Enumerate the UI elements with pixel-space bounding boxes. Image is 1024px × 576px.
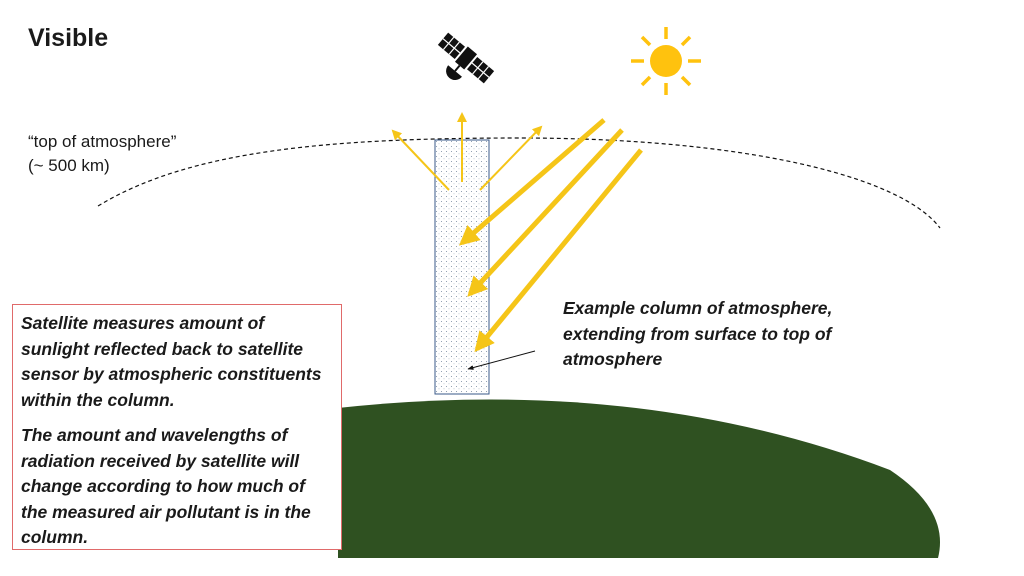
reflected-arrow-right (479, 125, 543, 191)
column-label: Example column of atmosphere, extending … (563, 298, 833, 369)
sunlight-arrow-1 (458, 118, 606, 246)
satellite-icon (437, 32, 495, 84)
sun-icon (631, 27, 701, 95)
slide-title: Visible (28, 24, 109, 52)
sunlight-arrow-3 (474, 148, 643, 353)
column-pointer-arrow (467, 350, 536, 370)
sunlight-arrow-2 (467, 128, 624, 297)
top-of-atmosphere-label: “top of atmosphere” (~ 500 km) (28, 130, 176, 178)
info-paragraph-2: The amount and wavelengths of radiation … (21, 425, 311, 547)
top-of-atmosphere-label-line1: “top of atmosphere” (28, 132, 177, 151)
top-of-atmosphere-label-line2: (~ 500 km) (28, 156, 110, 175)
reflected-light-arrows (391, 112, 543, 191)
info-box: Satellite measures amount of sunlight re… (12, 304, 342, 550)
incoming-sunlight-arrows (458, 118, 643, 353)
earth-surface (338, 399, 940, 558)
reflected-arrow-left (391, 129, 450, 191)
info-paragraph-1: Satellite measures amount of sunlight re… (21, 313, 322, 410)
top-of-atmosphere-arc (97, 137, 941, 229)
